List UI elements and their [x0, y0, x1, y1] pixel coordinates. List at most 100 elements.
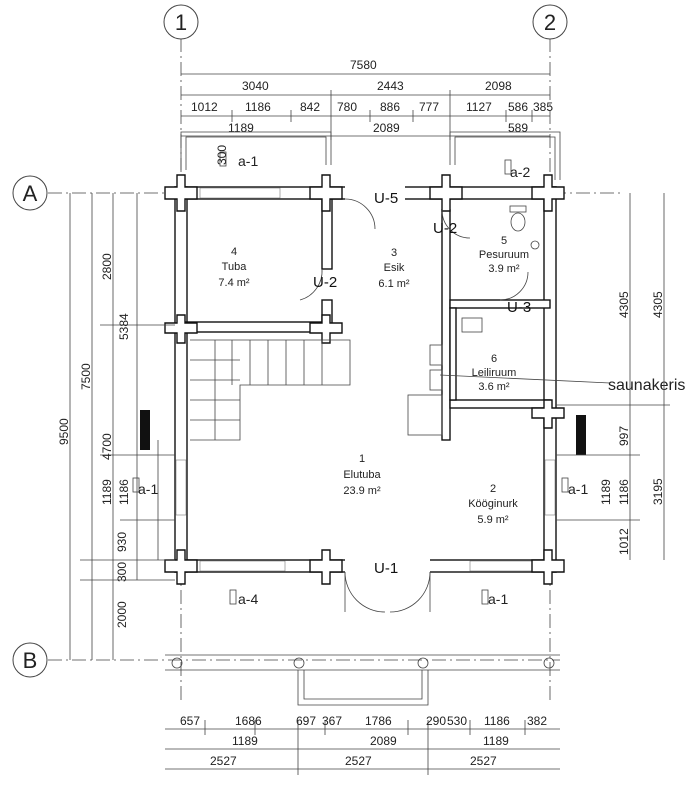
dim-left-c2-2: 2000: [115, 601, 129, 628]
axis-bubble-1: [163, 4, 199, 40]
dim-left-c4-1: 5384: [117, 313, 131, 340]
dim-top-r4-1: 1189: [228, 121, 254, 135]
dim-top-r2-1: 3040: [242, 79, 269, 93]
dim-top-r3-5: 886: [380, 100, 400, 114]
dim-bottom-r3-2: 2527: [345, 754, 372, 768]
dim-bottom-r1-4: 367: [322, 714, 342, 728]
grid-axes: 1 2 A B: [12, 4, 620, 700]
dim-right-inner-2: 997: [617, 426, 631, 446]
top-balcony-outline: [180, 131, 561, 180]
wall-marker-left: [140, 410, 150, 450]
dim-top-r3-2: 1186: [245, 100, 271, 114]
svg-text:Elutuba: Elutuba: [343, 469, 381, 481]
dim-top-r3-3: 842: [300, 100, 320, 114]
dim-bottom-r3-3: 2527: [470, 754, 497, 768]
dim-bottom-r1-5: 1786: [365, 714, 392, 728]
dim-top-r4-3: 589: [508, 121, 528, 135]
room-kooginurk: 2 Kööginurk 5.9 m²: [468, 483, 518, 526]
dim-top-r3-7: 1127: [466, 100, 492, 114]
svg-text:Tuba: Tuba: [222, 261, 248, 273]
room-elutuba: 1 Elutuba 23.9 m²: [343, 453, 381, 497]
top-dimensions: 7580 3040 2443 2098 1012 1186 842 780 88…: [181, 58, 553, 140]
log-crosses: [164, 174, 565, 585]
heater-annotation: saunakeris: [608, 377, 685, 394]
axis-label-1: 1: [175, 10, 187, 35]
dim-bottom-r1-2: 1686: [235, 714, 262, 728]
window-tag-a1-left: a-1: [138, 481, 158, 497]
dim-left-c4-3: 930: [115, 532, 129, 552]
svg-text:Leiliruum: Leiliruum: [472, 367, 517, 379]
dim-bottom-r2-2: 2089: [370, 734, 397, 748]
svg-text:3.9 m²: 3.9 m²: [488, 263, 520, 275]
svg-text:2: 2: [490, 483, 496, 495]
staircase: [190, 339, 351, 441]
dim-bottom-r3-1: 2527: [210, 754, 237, 768]
svg-text:Kööginurk: Kööginurk: [468, 498, 518, 510]
dim-left-c4-2: 1186: [117, 479, 131, 505]
dim-right-inner-1: 4305: [617, 291, 631, 318]
dim-left-c3-2: 4700: [100, 433, 114, 460]
toilet: [509, 205, 540, 250]
wall-marker-right: [576, 415, 586, 455]
axis-label-a: A: [23, 181, 38, 206]
axis-bubble-a: [12, 175, 48, 211]
svg-text:5: 5: [501, 235, 507, 247]
door-tag-u1: U-1: [374, 560, 398, 577]
dim-left-total: 9500: [57, 418, 71, 445]
window-tag-a1-right: a-1: [568, 481, 588, 497]
dim-top-r3-6: 777: [419, 100, 439, 114]
dim-bottom-r2-1: 1189: [232, 734, 258, 748]
dim-bottom-r1-1: 657: [180, 714, 200, 728]
dim-right-small: 1189: [599, 479, 613, 505]
dim-bottom-r1-8: 1186: [484, 714, 510, 728]
door-tag-u2-room: U-2: [313, 274, 337, 291]
dim-top-r3-9: 385: [533, 100, 553, 114]
left-dimensions: 9500 7500 2000 2800 4700 300 5384 1186 9…: [57, 145, 229, 660]
svg-text:Esik: Esik: [384, 262, 405, 274]
svg-text:6.1 m²: 6.1 m²: [378, 278, 410, 290]
dim-left-small: 300: [215, 145, 229, 165]
right-dimensions: 4305 4305 997 1186 1012 3195 1189: [556, 193, 670, 560]
door-tag-u2-hall: U-2: [433, 220, 457, 237]
dim-bottom-r1-3: 697: [296, 714, 316, 728]
room-pesuruum: 5 Pesuruum 3.9 m²: [479, 235, 529, 275]
dim-top-r3-8: 586: [508, 100, 528, 114]
dim-left-c3-3: 300: [115, 562, 129, 582]
axis-label-2: 2: [544, 10, 556, 35]
svg-text:7.4 m²: 7.4 m²: [218, 277, 250, 289]
dim-bottom-r1-9: 382: [527, 714, 547, 728]
door-tag-u3: U-3: [507, 299, 531, 316]
dim-left-c5-1: 1189: [100, 479, 114, 505]
window-tag-a1-bottom: a-1: [488, 591, 508, 607]
window-tag-a1-top: a-1: [238, 153, 258, 169]
dim-top-r3-4: 780: [337, 100, 357, 114]
dim-top-r2-3: 2098: [485, 79, 512, 93]
svg-text:4: 4: [231, 246, 237, 258]
dim-right-inner-3: 1186: [617, 479, 631, 505]
svg-text:Pesuruum: Pesuruum: [479, 249, 529, 261]
axis-bubble-2: [532, 4, 568, 40]
door-tags: U-5 U-2 U-2 U-3 U-1: [313, 190, 531, 577]
dim-bottom-r2-3: 1189: [483, 734, 509, 748]
dim-bottom-r1-6: 290: [426, 714, 446, 728]
dim-left-c3-1: 2800: [100, 253, 114, 280]
dim-top-total: 7580: [350, 58, 377, 72]
room-leiliruum: 6 Leiliruum 3.6 m²: [472, 353, 517, 393]
room-esik: 3 Esik 6.1 m²: [378, 247, 410, 290]
dim-top-r3-1: 1012: [191, 100, 218, 114]
svg-text:6: 6: [491, 353, 497, 365]
door-swings: [299, 198, 529, 613]
dim-right-outer-1: 4305: [651, 291, 665, 318]
svg-text:23.9 m²: 23.9 m²: [343, 485, 381, 497]
door-tag-u5: U-5: [374, 190, 398, 207]
dim-top-r2-2: 2443: [377, 79, 404, 93]
svg-text:1: 1: [359, 453, 365, 465]
svg-text:3.6 m²: 3.6 m²: [478, 381, 510, 393]
dim-right-outer-2: 3195: [651, 478, 665, 505]
dim-right-inner-4: 1012: [617, 528, 631, 555]
window-tag-a2-top: a-2: [510, 164, 530, 180]
window-tag-a4-bottom: a-4: [238, 591, 258, 607]
bottom-terrace: [165, 654, 560, 706]
axis-bubble-b: [12, 642, 48, 678]
